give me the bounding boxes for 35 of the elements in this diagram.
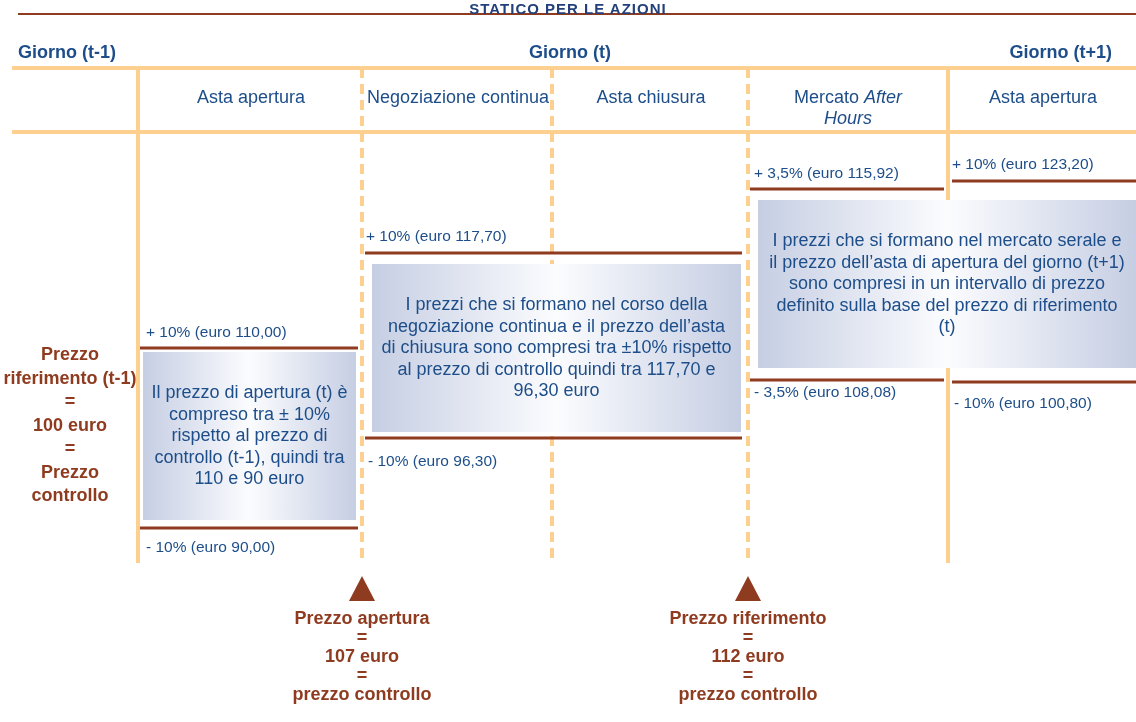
price-limit-label: + 3,5% (euro 115,92)	[754, 164, 899, 182]
price-annotation: =	[355, 628, 368, 647]
price-annotation: Prezzo riferimento	[668, 609, 828, 628]
price-annotation: Prezzo apertura	[293, 609, 431, 628]
price-limit-label: + 10% (euro 123,20)	[952, 155, 1094, 173]
price-limit-label: - 10% (euro 100,80)	[954, 394, 1092, 412]
price-annotation: =	[741, 666, 755, 685]
note-box: Il prezzo di apertura (t) è compreso tra ± 10% rispetto al prezzo di controllo (t-1), quindi tra 110 e 90 euro	[143, 352, 356, 520]
phase-header: Negoziazione continua	[365, 87, 551, 108]
price-limit-label: - 3,5% (euro 108,08)	[754, 383, 897, 401]
price-annotation: Prezzo controllo	[30, 460, 110, 507]
price-annotation: 107 euro	[323, 647, 400, 666]
price-annotation: prezzo controllo	[677, 685, 819, 704]
note-box: I prezzi che si formano nel corso della negoziazione continua e il prezzo dell’asta di chiusura sono compresi tra ±10% rispetto al prezzo di controllo quindi tra 117,70 e 96,30 euro	[372, 264, 741, 432]
price-annotation: 112 euro	[710, 647, 786, 666]
phase-header: Mercato After Hours	[792, 87, 904, 129]
day-header: Giorno (t+1)	[1008, 42, 1112, 63]
price-annotation: =	[355, 666, 369, 685]
price-annotation: Prezzo riferimento (t-1)	[2, 343, 138, 390]
price-annotation: 100 euro	[31, 413, 108, 437]
phase-header: Asta apertura	[195, 87, 307, 108]
phase-header: Asta apertura	[987, 87, 1099, 108]
price-annotation: =	[63, 437, 77, 460]
price-limit-label: + 10% (euro 110,00)	[146, 323, 287, 341]
price-annotation: =	[741, 628, 755, 647]
price-limit-label: - 10% (euro 90,00)	[146, 538, 276, 556]
note-box: I prezzi che si formano nel mercato serale e il prezzo dell’asta di apertura del giorno (t+1) sono compresi in un intervallo di prezzo definito sulla base del prezzo di riferimento (t)	[758, 200, 1136, 368]
phase-header: Asta chiusura	[595, 87, 707, 108]
price-annotation: =	[63, 390, 77, 413]
price-limit-label: + 10% (euro 117,70)	[366, 227, 507, 245]
price-limit-label: - 10% (euro 96,30)	[368, 452, 498, 470]
title: STATICO PER LE AZIONI	[468, 0, 668, 17]
day-header: Giorno (t-1)	[18, 42, 117, 63]
day-header: Giorno (t)	[528, 42, 612, 63]
price-annotation: prezzo controllo	[291, 685, 433, 704]
